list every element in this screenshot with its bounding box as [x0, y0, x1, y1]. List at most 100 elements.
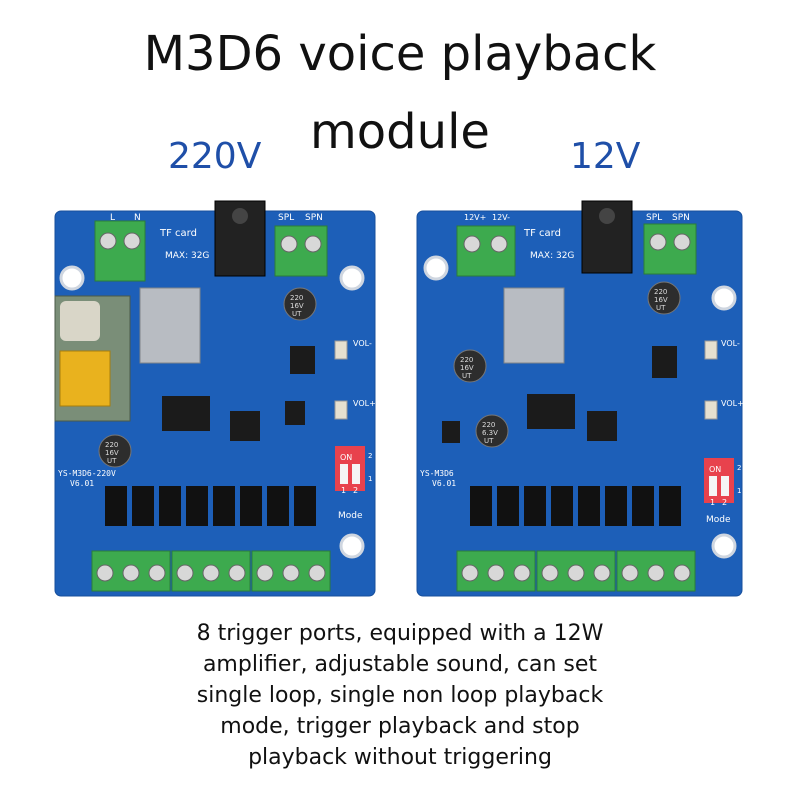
sd-card-slot: [139, 287, 201, 364]
mode-label: Mode: [706, 515, 731, 525]
mount-hole: [711, 533, 737, 559]
board-text: 220: [290, 294, 303, 302]
board-12v: 12V+ 12V- TF card MAX: 32G SPL SPN 220 1…: [412, 196, 752, 620]
board-text: 2: [737, 464, 741, 472]
board-text: A1: [126, 599, 137, 608]
mount-hole: [711, 285, 737, 311]
terminal-label-12vminus: 12V-: [492, 213, 510, 222]
board-text: A5: [232, 599, 243, 608]
description-line: playback without triggering: [248, 745, 552, 770]
board-text: A8: [677, 599, 688, 608]
board-text: 2: [353, 486, 358, 495]
title-line-1: M3D6 voice playback: [143, 26, 657, 82]
terminal-label-n: N: [134, 213, 141, 223]
board-text: COM: [460, 599, 479, 608]
board-text: 16V: [460, 364, 474, 372]
board-text: 16V: [290, 302, 304, 310]
terminal-label-12vplus: 12V+: [464, 213, 486, 222]
board-text: A6: [260, 599, 271, 608]
vol-plus-label: VOL+: [353, 399, 376, 408]
capacitor: 220 16V UT: [98, 434, 132, 468]
terminal-label-l: L: [110, 213, 115, 223]
ic-chip: [442, 421, 460, 443]
mode-label: Mode: [338, 511, 363, 521]
board-text: UT: [656, 304, 666, 312]
input-terminal: [456, 225, 516, 277]
capacitor: 220 6.3V UT: [475, 414, 509, 448]
vol-plus-button: [704, 400, 718, 420]
vol-minus-label: VOL-: [721, 339, 740, 348]
ic-chip: [162, 396, 210, 431]
board-text: A8: [312, 599, 323, 608]
board-text: 16V: [654, 296, 668, 304]
dip-switch: ON 1 2 1 2 Mode: [704, 458, 741, 525]
board-text: A4: [206, 599, 217, 608]
board-text: 1: [710, 498, 715, 507]
board-text: 2: [722, 498, 727, 507]
version-label: V6.01: [432, 479, 456, 488]
description-line: mode, trigger playback and stop: [220, 714, 580, 739]
pin-labels: COM A1 A2 A3 A4 A5 A6 A7 A8: [460, 599, 688, 608]
model-label: YS-M3D6: [420, 469, 454, 478]
board-text: A2: [152, 599, 163, 608]
description: 8 trigger ports, equipped with a 12W amp…: [140, 618, 660, 773]
speaker-label-spl: SPL: [646, 213, 662, 223]
board-text: UT: [462, 372, 472, 380]
mount-hole: [59, 265, 85, 291]
board-text: ON: [340, 453, 352, 462]
trigger-terminal-block: [456, 550, 696, 592]
description-line: single loop, single non loop playback: [196, 683, 604, 708]
capacitor: 220 16V UT: [647, 281, 681, 315]
optocoupler-row: [470, 486, 681, 526]
board-text: A5: [597, 599, 608, 608]
ic-chip: [230, 411, 260, 441]
vol-minus-label: VOL-: [353, 339, 372, 348]
audio-jack: [581, 200, 633, 274]
board-text: A4: [571, 599, 582, 608]
optocoupler-row: [105, 486, 316, 526]
model-label: YS-M3D6-220V: [58, 469, 116, 478]
max-label: MAX: 32G: [165, 251, 209, 261]
board-text: A3: [180, 599, 191, 608]
capacitor: 220 16V UT: [453, 349, 487, 383]
ic-chip: [285, 401, 305, 425]
board-text: 220: [654, 288, 667, 296]
board-text: UT: [107, 457, 117, 465]
vol-minus-button: [334, 340, 348, 360]
tf-card-label: TF card: [523, 228, 561, 239]
mount-hole: [339, 533, 365, 559]
title-line-2: module: [310, 104, 490, 160]
ic-chip: [290, 346, 315, 374]
board-text: 2: [368, 452, 372, 460]
description-line: amplifier, adjustable sound, can set: [202, 652, 598, 677]
board-text: 1: [737, 487, 741, 495]
capacitor: 220 16V UT: [283, 287, 317, 321]
max-label: MAX: 32G: [530, 251, 574, 261]
board-text: 16V: [105, 449, 119, 457]
pin-labels: COM A1 A2 A3 A4 A5 A6 A7 A8: [95, 599, 323, 608]
board-text: A6: [625, 599, 636, 608]
input-terminal: [94, 220, 146, 282]
ic-chip: [587, 411, 617, 441]
vol-minus-button: [704, 340, 718, 360]
dip-switch: ON 1 2 1 2 Mode: [335, 446, 372, 521]
board-text: A2: [517, 599, 528, 608]
variant-label-220v: 220V: [168, 136, 262, 177]
speaker-terminal: [643, 223, 697, 275]
board-text: 6.3V: [482, 429, 498, 437]
board-text: 220: [460, 356, 473, 364]
sd-card-slot: [503, 287, 565, 364]
power-module: [54, 295, 131, 422]
board-text: A7: [651, 599, 662, 608]
vol-plus-button: [334, 400, 348, 420]
speaker-label-spn: SPN: [305, 213, 323, 223]
speaker-label-spn: SPN: [672, 213, 690, 223]
ic-chip: [652, 346, 677, 378]
board-text: ON: [709, 465, 721, 474]
board-text: COM: [95, 599, 114, 608]
board-220v: N L TF card MAX: 32G SPL SPN 220 16V UT …: [50, 196, 380, 620]
speaker-label-spl: SPL: [278, 213, 294, 223]
board-text: 1: [341, 486, 346, 495]
version-label: V6.01: [70, 479, 94, 488]
board-text: A3: [545, 599, 556, 608]
